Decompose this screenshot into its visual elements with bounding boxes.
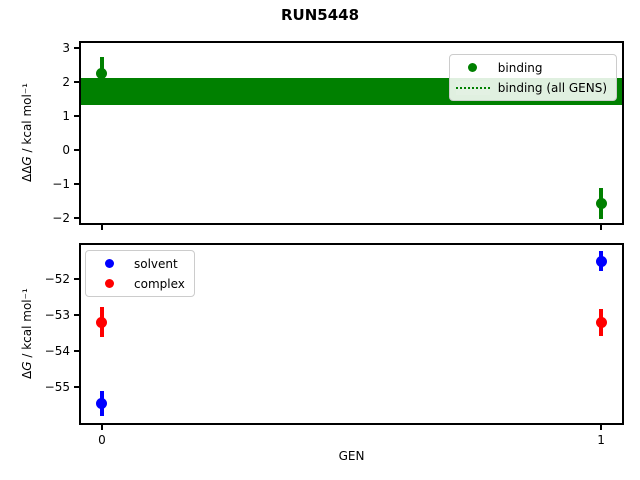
y-tick-label: −52 [44, 272, 70, 287]
legend-handle [456, 61, 490, 75]
y-tick-mark [74, 47, 79, 50]
complex-dot-icon [104, 279, 114, 288]
x-tick-label: 0 [98, 433, 106, 447]
solvent-point [596, 256, 607, 267]
y-tick-label: 3 [62, 41, 70, 56]
top-legend: binding binding (all GENS) [448, 54, 617, 101]
y-tick-label: −1 [52, 176, 70, 191]
complex-point [96, 317, 107, 328]
y-tick-label: −53 [44, 308, 70, 323]
y-tick-mark [74, 314, 79, 317]
y-tick-label: 0 [62, 142, 70, 157]
y-tick-mark [74, 81, 79, 84]
legend-entry-binding: binding [456, 59, 607, 76]
bottom-legend: solvent complex [85, 250, 195, 297]
top-y-axis-label: ΔΔG / kcal mol⁻¹ [20, 83, 34, 183]
binding-dot-icon [468, 63, 478, 72]
top-plot-area: binding binding (all GENS) [79, 41, 624, 225]
chart-title: RUN5448 [280, 6, 360, 24]
legend-entry-solvent: solvent [92, 255, 185, 272]
y-tick-mark [74, 115, 79, 118]
solvent-point [96, 398, 107, 409]
legend-entry-binding-all-gens: binding (all GENS) [455, 79, 607, 96]
dotted-line-icon [455, 86, 490, 89]
x-axis-label: GEN [338, 449, 365, 463]
x-tick-label: 1 [597, 433, 605, 447]
y-tick-mark [74, 148, 79, 151]
y-tick-label: −55 [44, 380, 70, 395]
y-tick-label: 2 [62, 75, 70, 90]
x-tick-mark [100, 225, 103, 230]
legend-label: binding [497, 60, 543, 75]
y-tick-mark [74, 350, 79, 353]
legend-label: complex [134, 276, 185, 291]
solvent-dot-icon [104, 259, 114, 268]
y-tick-mark [74, 216, 79, 219]
legend-handle [92, 277, 126, 291]
x-tick-mark [600, 225, 603, 230]
complex-point [596, 317, 607, 328]
legend-handle [455, 80, 490, 95]
y-tick-label: 1 [62, 109, 70, 124]
bottom-plot-area: solvent complex [79, 243, 624, 425]
legend-entry-complex: complex [92, 275, 185, 292]
y-tick-label: −2 [52, 210, 70, 225]
x-tick-mark [100, 425, 103, 430]
legend-label: solvent [134, 256, 178, 271]
binding-point [96, 68, 107, 79]
y-tick-mark [74, 182, 79, 185]
y-tick-mark [74, 386, 79, 389]
y-tick-mark [74, 278, 79, 281]
binding-point [596, 198, 607, 209]
y-tick-label: −54 [44, 344, 70, 359]
legend-label: binding (all GENS) [497, 80, 607, 95]
x-tick-mark [600, 425, 603, 430]
legend-handle [92, 257, 126, 271]
